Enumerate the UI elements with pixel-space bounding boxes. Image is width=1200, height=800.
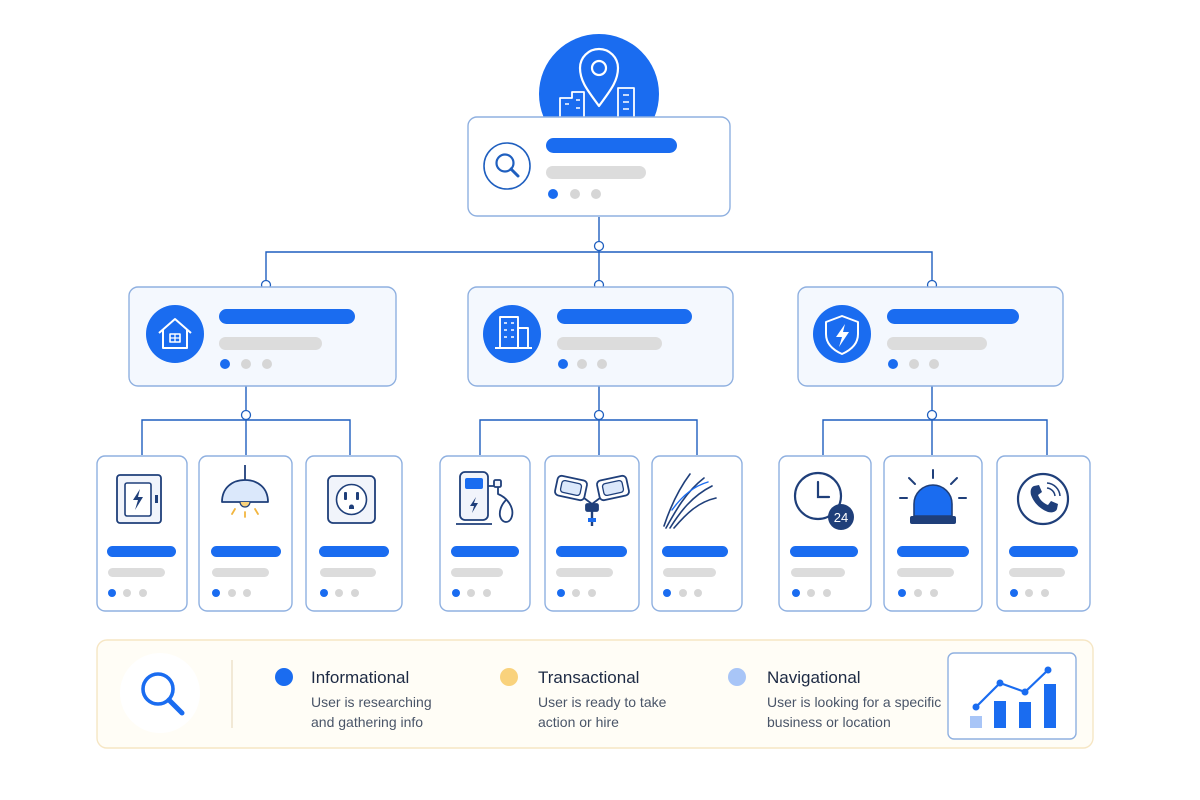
shield-bolt-icon — [825, 315, 859, 355]
electrical-panel-icon — [116, 474, 162, 524]
leaf-card-electrical-panel[interactable] — [96, 455, 188, 612]
ev-charger-icon — [456, 471, 514, 525]
leaf-card-phone[interactable] — [996, 455, 1091, 612]
legend-title: Informational — [311, 668, 409, 687]
root-title-bar — [546, 138, 677, 153]
legend-desc-line2: action or hire — [538, 714, 619, 730]
leaf-card-pendant-lamp[interactable] — [198, 455, 293, 612]
leaf-card-power-outlet[interactable] — [305, 455, 403, 612]
wires-icon — [663, 473, 717, 529]
map-pin-city-icon — [559, 47, 635, 118]
growth-chart-icon — [947, 652, 1077, 740]
legend-title: Transactional — [538, 668, 639, 687]
root-subtitle-bar — [546, 166, 646, 179]
leaf-card-24-hour[interactable]: 24 — [778, 455, 872, 612]
flood-lights-icon — [554, 474, 630, 526]
search-icon — [120, 653, 200, 733]
search-icon — [483, 142, 531, 190]
pendant-lamp-icon — [221, 465, 269, 518]
power-outlet-icon — [327, 475, 376, 524]
legend-desc-line1: User is looking for a specific — [767, 694, 941, 710]
home-icon — [158, 318, 192, 349]
category-card-emergency[interactable] — [797, 286, 1064, 387]
root-card[interactable] — [467, 116, 731, 217]
root-pager-dots — [548, 189, 601, 199]
legend-item-navigational: Navigational User is looking for a speci… — [728, 668, 941, 730]
leaf-card-emergency-siren[interactable] — [883, 455, 983, 612]
clock-24-badge: 24 — [834, 510, 848, 525]
office-building-icon — [495, 316, 532, 349]
legend-desc-line1: User is researching — [311, 694, 432, 710]
legend-desc-line2: business or location — [767, 714, 891, 730]
category-card-home[interactable] — [128, 286, 397, 387]
phone-icon — [1016, 472, 1070, 526]
legend-item-informational: Informational User is researching and ga… — [275, 668, 432, 730]
clock-24-icon: 24 — [793, 471, 854, 530]
category-card-commercial[interactable] — [467, 286, 734, 387]
connector-nodes — [240, 240, 938, 421]
legend-title: Navigational — [767, 668, 861, 687]
leaf-card-flood-lights[interactable] — [544, 455, 640, 612]
leaf-card-ev-charger[interactable] — [439, 455, 531, 612]
legend-panel: Informational User is researching and ga… — [96, 639, 1094, 749]
legend-desc-line2: and gathering info — [311, 714, 423, 730]
legend-item-transactional: Transactional User is ready to take acti… — [500, 668, 667, 730]
legend-desc-line1: User is ready to take — [538, 694, 667, 710]
leaf-card-wires[interactable] — [651, 455, 743, 612]
emergency-siren-icon — [899, 469, 967, 524]
